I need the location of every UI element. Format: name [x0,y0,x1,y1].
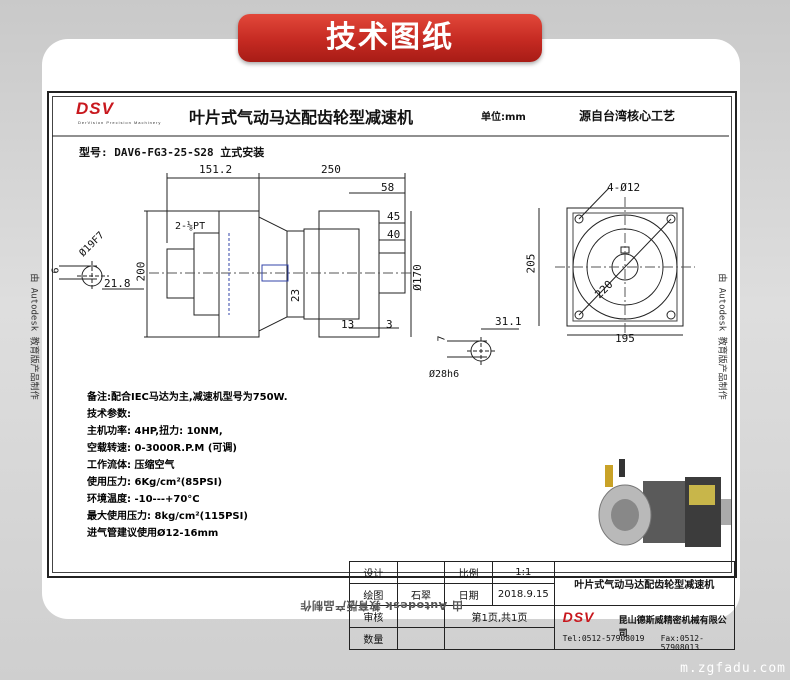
tb-tel: Tel:0512-57908019 [562,634,645,643]
tb-empty [444,627,555,650]
note-line: 环境温度: -10---+70°C [87,494,200,505]
note-line: 备注:配合IEC马达为主,减速机型号为750W. [87,392,288,403]
drawing-title: 叶片式气动马达配齿轮型减速机 [189,108,414,127]
brand-logo-sub: DerVision Precision Machinery [78,120,162,125]
tb-page: 第1页,共1页 [444,605,555,628]
tb-brand-logo: DSV [562,609,595,625]
dim-250: 250 [321,163,341,176]
tb-qty-label: 数量 [349,627,398,650]
dim-200: 200 [134,261,148,282]
dim-7: 7 [436,335,448,342]
dim-holes: 4-Ø12 [607,181,641,194]
dim-6: 6 [50,267,62,274]
tb-product: 叶片式气动马达配齿轮型减速机 [553,561,736,606]
dim-phi28: Ø28h6 [429,369,460,380]
edge-text-left: 由 Autodesk 教育版产品制作 [28,273,39,400]
edge-text-right: 由 Autodesk 教育版产品制作 [716,273,727,400]
tb-design-value [396,561,446,584]
dim-58: 58 [381,181,395,194]
dim-21-8: 21.8 [104,277,131,290]
dim-205: 205 [524,253,538,274]
dim-151: 151.2 [199,163,233,176]
tb-company: 昆山德斯威精密机械有限公司 [618,616,727,639]
dim-170: Ø170 [410,264,424,291]
tb-fax: Fax:0512-57908013 [660,634,704,652]
model-line: 型号: DAV6-FG3-25-S28 立式安装 [79,146,265,159]
brand-logo-text: DSV [76,99,114,118]
drawing-lines [52,135,729,365]
tb-scale-label: 比例 [444,561,494,584]
note-line: 技术参数: [87,409,131,420]
notes-block: 备注:配合IEC马达为主,减速机型号为750W. 技术参数: 主机功率: 4HP… [87,389,288,542]
tb-qty-value [396,627,446,650]
brand-logo: DSV DerVision Precision Machinery [76,99,160,125]
dim-31-1: 31.1 [495,315,522,328]
dim-port: 2-⅛PT [175,221,206,232]
unit-label: 单位:mm [481,112,526,123]
product-photo [598,459,731,547]
dim-40: 40 [387,228,401,241]
dim-3: 3 [386,318,393,331]
dim-13: 13 [341,318,355,331]
dim-195: 195 [615,332,635,345]
technical-drawing: DSV DerVision Precision Machinery 叶片式气动马… [47,91,737,652]
note-line: 使用压力: 6Kg/cm²(85PSI) [87,477,223,488]
tb-scale-value: 1:1 [492,561,555,584]
edge-text-bottom: 由 Autodesk 教育版产品制作 [300,599,464,612]
dim-45: 45 [387,210,401,223]
note-line: 最大使用压力: 8kg/cm²(115PSI) [87,511,248,522]
banner-title: 技术图纸 [238,14,542,62]
note-line: 进气管建议使用Ø12-16mm [87,528,219,539]
note-line: 工作流体: 压缩空气 [87,460,175,471]
origin-label: 源自台湾核心工艺 [579,109,676,123]
watermark: m.zgfadu.com [680,661,786,676]
dim-23: 23 [289,288,303,303]
tb-date: 2018.9.15 [492,583,555,606]
note-line: 空载转速: 0-3000R.P.M (可调) [87,443,237,454]
tb-design-label: 设计 [349,561,398,584]
title-block-table: 设计 比例 1:1 叶片式气动马达配齿轮型减速机 绘图 石翠 日期 2018.9… [349,561,736,652]
note-line: 主机功率: 4HP,扭力: 10NM, [87,426,223,437]
tb-company-cell: DSV 昆山德斯威精密机械有限公司 Tel:0512-57908019 Fax:… [553,605,736,652]
